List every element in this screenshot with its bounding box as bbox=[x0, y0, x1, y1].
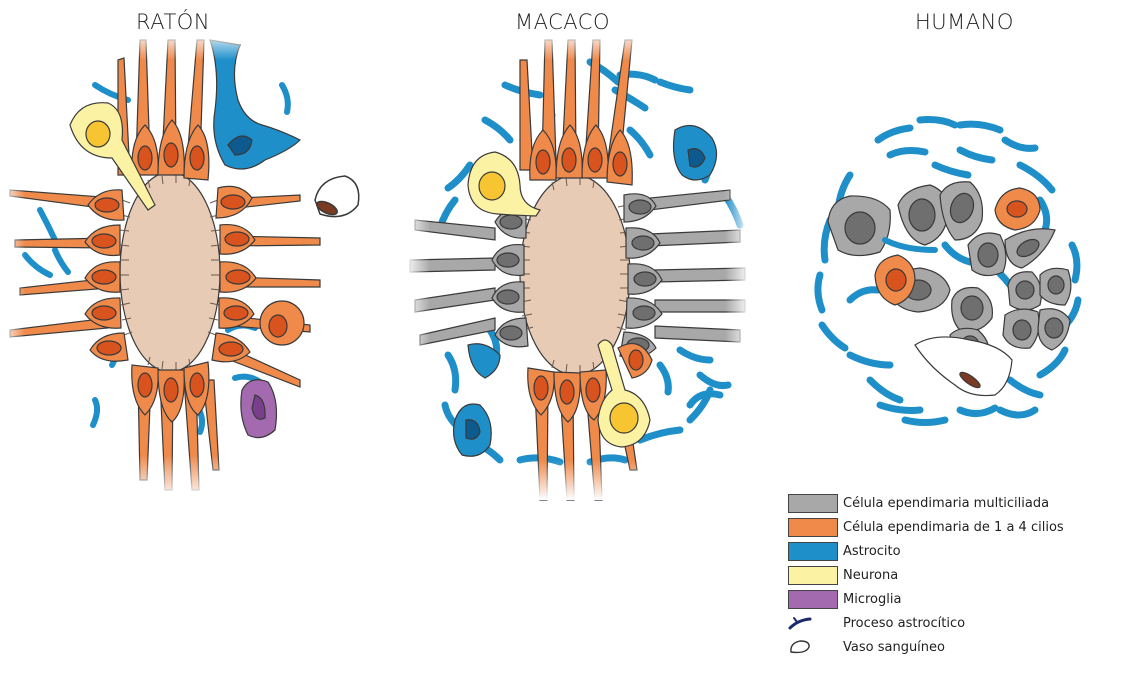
legend-item-microglia: Microglia bbox=[788, 587, 1064, 611]
legend-swatch-microglia bbox=[788, 590, 838, 609]
legend-swatch-astrocyte bbox=[788, 542, 838, 561]
legend-swatch-neuron bbox=[788, 566, 838, 585]
legend-label: Célula ependimaria multiciliada bbox=[843, 496, 1049, 511]
legend-label: Célula ependimaria de 1 a 4 cilios bbox=[843, 520, 1064, 535]
panel-macaco bbox=[405, 30, 750, 500]
astrocyte-macaco-top-right bbox=[674, 126, 717, 181]
microglia-raton bbox=[241, 380, 277, 438]
blood-vessel-icon bbox=[788, 638, 838, 657]
legend-item-astrocytic-process: Proceso astrocítico bbox=[788, 611, 1064, 635]
legend: Célula ependimaria multiciliada Célula e… bbox=[788, 491, 1064, 659]
legend-item-multiciliated: Célula ependimaria multiciliada bbox=[788, 491, 1064, 515]
legend-item-astrocyte: Astrocito bbox=[788, 539, 1064, 563]
legend-swatch-multiciliated bbox=[788, 494, 838, 513]
legend-label: Astrocito bbox=[843, 544, 901, 559]
blood-vessel-raton bbox=[315, 176, 359, 217]
panel-humano bbox=[818, 120, 1078, 423]
astrocytic-process-icon bbox=[788, 614, 838, 633]
panel-raton bbox=[0, 30, 359, 500]
legend-label: Vaso sanguíneo bbox=[843, 640, 945, 655]
legend-label: Proceso astrocítico bbox=[843, 616, 965, 631]
blood-vessel-humano bbox=[915, 337, 1012, 396]
legend-item-blood-vessel: Vaso sanguíneo bbox=[788, 635, 1064, 659]
legend-item-ependymal-cilia: Célula ependimaria de 1 a 4 cilios bbox=[788, 515, 1064, 539]
legend-item-neuron: Neurona bbox=[788, 563, 1064, 587]
astrocyte-macaco-bottom-left bbox=[454, 344, 500, 457]
legend-swatch-ependymal-cilia bbox=[788, 518, 838, 537]
legend-label: Neurona bbox=[843, 568, 898, 583]
lumen-raton bbox=[120, 172, 220, 372]
legend-label: Microglia bbox=[843, 592, 901, 607]
lumen-macaco bbox=[520, 175, 630, 375]
